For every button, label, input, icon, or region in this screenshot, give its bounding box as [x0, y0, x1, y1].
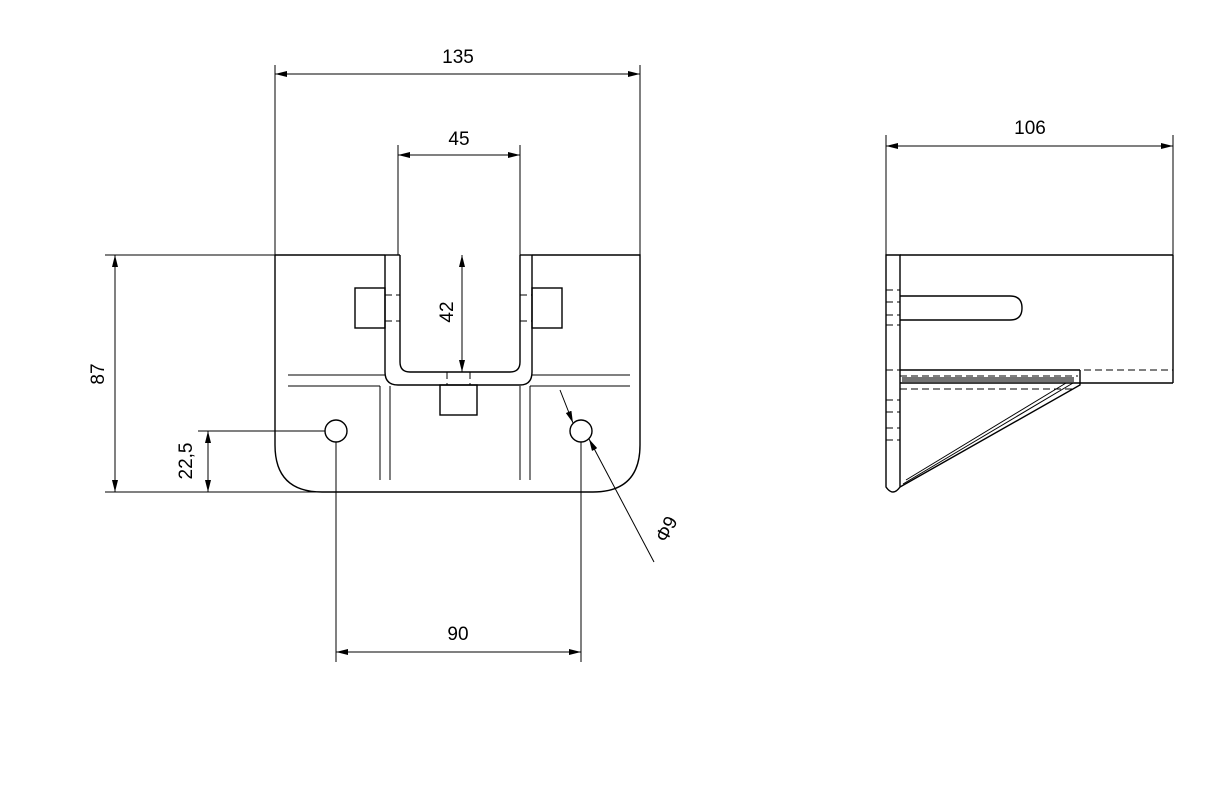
dim-line-hole-diameter — [588, 438, 655, 563]
dim-hole-spacing: 90 — [447, 624, 468, 645]
dim-depth: 106 — [1014, 118, 1046, 139]
slot-outer — [384, 255, 533, 386]
side-gusset — [899, 370, 1081, 488]
dim-hole-diameter: Φ9 — [652, 513, 683, 546]
right-mounting-hole — [569, 419, 593, 443]
left-mounting-hole — [324, 419, 348, 443]
left-tab — [354, 287, 386, 329]
dim-overall-height: 87 — [88, 363, 109, 384]
side-view: 106 — [885, 118, 1174, 493]
dim-overall-width: 135 — [442, 47, 474, 68]
dim-hole-height: 22,5 — [176, 443, 197, 480]
front-view: 135 45 42 87 22,5 90 Φ9 — [88, 47, 682, 662]
right-tab — [531, 287, 563, 329]
dim-slot-depth: 42 — [437, 301, 458, 322]
side-back-plate — [885, 254, 901, 493]
bottom-tab — [439, 384, 478, 416]
side-slot — [900, 295, 1023, 321]
front-plate-outline — [274, 254, 641, 493]
slot-inner — [399, 255, 521, 373]
dim-slot-width: 45 — [448, 129, 469, 150]
